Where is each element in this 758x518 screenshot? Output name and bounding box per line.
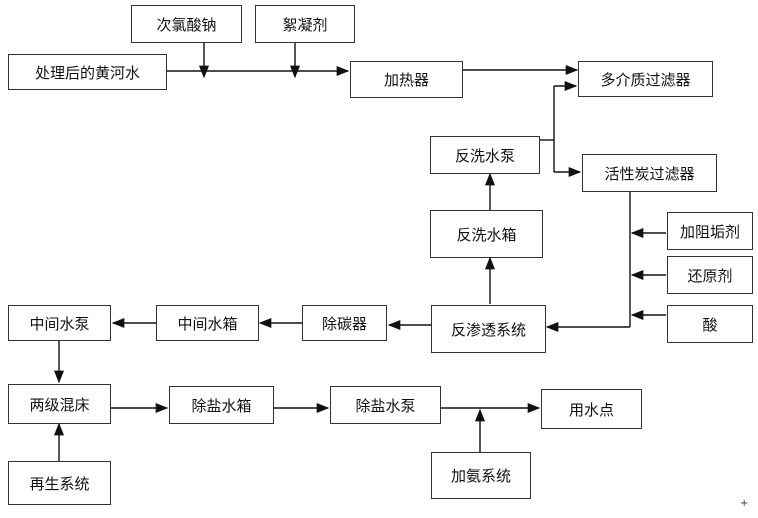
node-activated-carbon-filter: 活性炭过滤器 xyxy=(582,154,717,192)
node-sodium-hypochlorite: 次氯酸钠 xyxy=(131,5,242,43)
node-backwash-pump: 反洗水泵 xyxy=(430,136,540,174)
node-ammonia-dosing-system: 加氨系统 xyxy=(431,452,531,499)
corner-mark: + xyxy=(740,498,749,509)
node-demineralized-water-pump: 除盐水泵 xyxy=(330,386,441,424)
node-demineralized-water-tank: 除盐水箱 xyxy=(169,386,274,424)
node-intermediate-tank: 中间水箱 xyxy=(156,305,259,341)
node-intermediate-pump: 中间水泵 xyxy=(8,305,111,341)
node-treated-yellow-river-water: 处理后的黄河水 xyxy=(8,54,167,90)
node-acid: 酸 xyxy=(667,305,753,343)
node-multimedia-filter: 多介质过滤器 xyxy=(578,61,713,97)
node-backwash-tank: 反洗水箱 xyxy=(430,210,543,258)
node-heater: 加热器 xyxy=(350,61,463,98)
node-reducing-agent: 还原剂 xyxy=(667,256,753,294)
node-antiscalant: 加阻垢剂 xyxy=(667,212,753,250)
node-regeneration-system: 再生系统 xyxy=(8,461,111,505)
node-flocculant: 絮凝剂 xyxy=(255,5,355,43)
node-water-use-point: 用水点 xyxy=(541,389,642,429)
node-decarbonizer: 除碳器 xyxy=(302,305,387,341)
node-two-stage-mixed-bed: 两级混床 xyxy=(8,384,111,424)
node-reverse-osmosis: 反渗透系统 xyxy=(431,305,546,353)
